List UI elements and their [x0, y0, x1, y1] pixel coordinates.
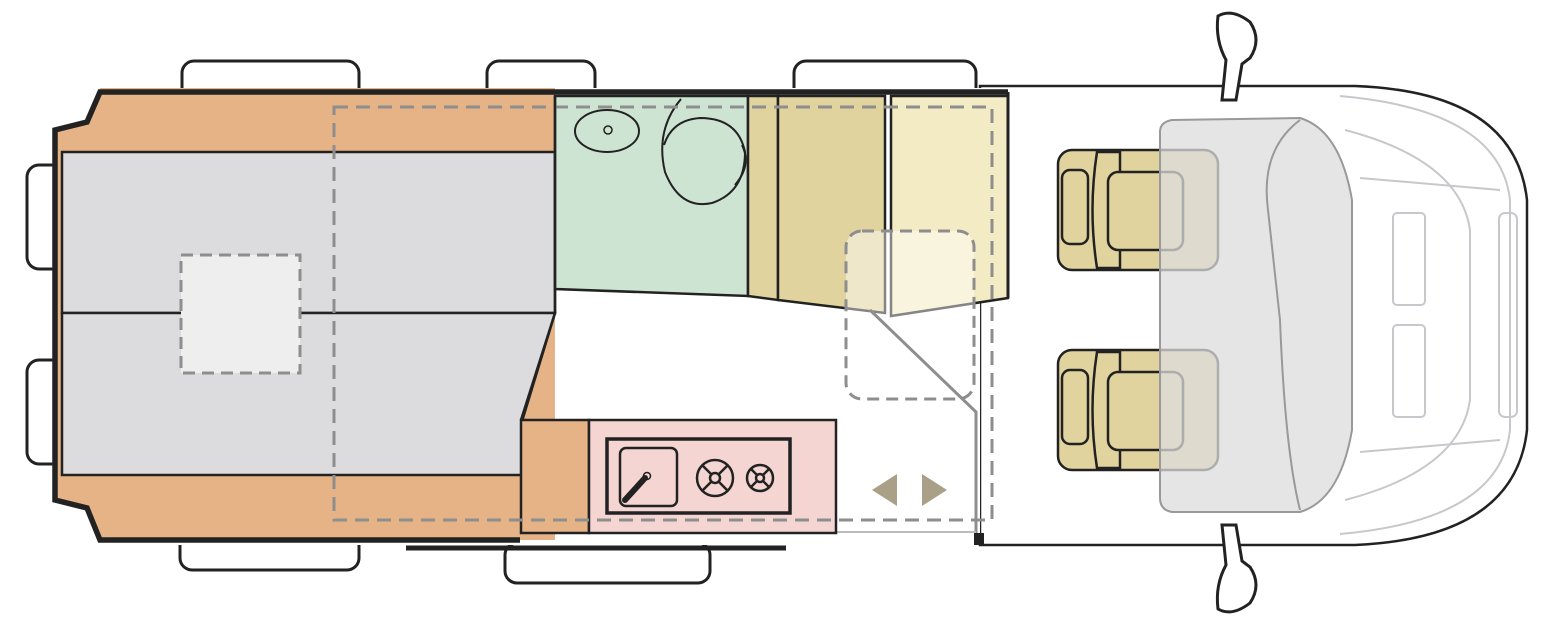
mirror-bottom — [1215, 523, 1258, 614]
washroom — [553, 94, 750, 298]
mirror-top — [1215, 11, 1258, 102]
basin-drain-icon — [603, 125, 613, 135]
toilet-icon — [661, 98, 747, 205]
gas-burner-icon — [695, 458, 735, 498]
seat-armrest — [1060, 168, 1090, 246]
door-swing-line — [868, 308, 978, 538]
kitchen-side-counter — [519, 418, 591, 535]
bed-mattress-bottom — [60, 311, 557, 477]
seat-armrest — [1060, 368, 1090, 446]
side-mirrors — [1215, 11, 1258, 614]
wardrobe-cabinet — [746, 94, 1010, 401]
kitchen — [519, 418, 838, 535]
aisle — [406, 308, 984, 551]
dashboard — [1159, 116, 1353, 513]
sink-drain-icon — [642, 471, 652, 481]
wardrobe — [776, 94, 887, 315]
door-post — [974, 533, 984, 545]
pop-top-outline — [332, 105, 994, 522]
living-outline — [52, 89, 1008, 543]
gas-burner-icon — [745, 463, 775, 493]
arrow-right-icon — [922, 474, 947, 506]
sink-tap-icon — [622, 475, 648, 503]
bed-mattress-top — [60, 150, 557, 315]
rear-bed-area — [55, 88, 557, 540]
double-arrow-icon — [872, 474, 947, 506]
roof-hatch-front — [844, 229, 976, 401]
arrow-left-icon — [872, 474, 897, 506]
windscreen — [1339, 95, 1518, 535]
wash-basin-icon — [574, 109, 640, 153]
roof-hatch — [179, 253, 302, 375]
wardrobe-panel — [746, 94, 780, 302]
bed-step-edge — [519, 312, 557, 421]
dashboard-inner — [1265, 119, 1301, 511]
